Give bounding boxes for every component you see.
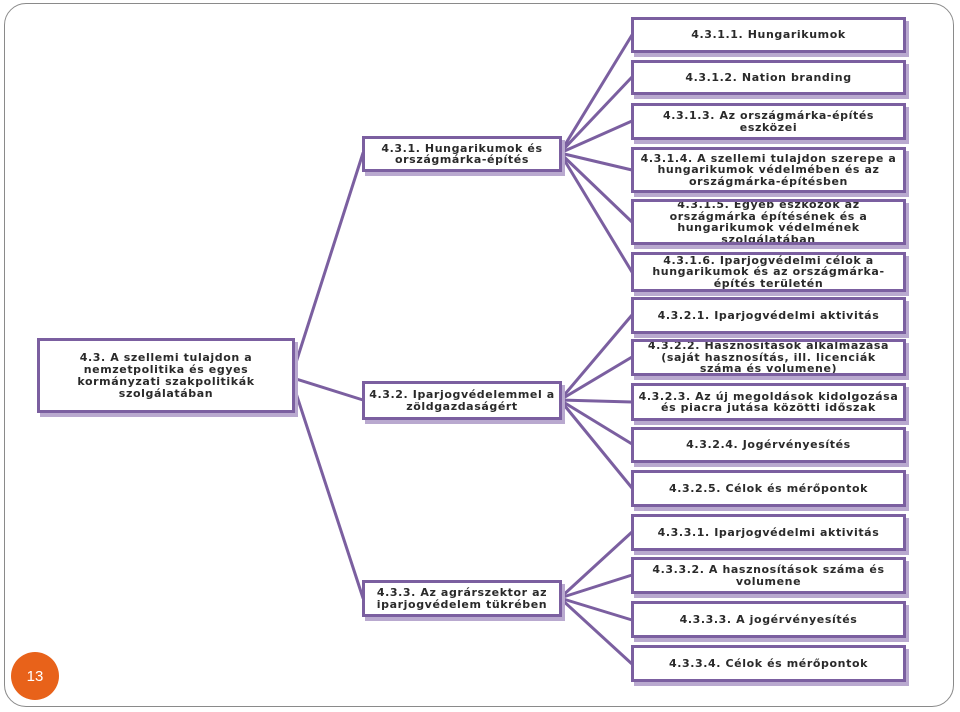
page-number-badge: 13 — [11, 652, 59, 700]
connector-b3-c3 — [558, 596, 634, 622]
leaf-node-4-3-1-2: 4.3.1.2. Nation branding — [631, 60, 906, 95]
leaf-node-4-3-1-4: 4.3.1.4. A szellemi tulajdon szerepe a h… — [631, 147, 906, 193]
connector-b1-c5 — [558, 151, 634, 224]
connector-root-branch-1 — [291, 151, 365, 374]
connector-b2-c3 — [558, 398, 634, 404]
branch-node-4-3-2: 4.3.2. Iparjogvédelemmel a zöldgazdaságé… — [362, 381, 562, 420]
leaf-node-4-3-3-2: 4.3.3.2. A hasznosítások száma és volume… — [631, 557, 906, 594]
leaf-node-4-3-1-5: 4.3.1.5. Egyéb eszközök az országmárka é… — [631, 199, 906, 245]
leaf-node-4-3-3-3: 4.3.3.3. A jogérvényesítés — [631, 601, 906, 638]
connector-b3-c2 — [558, 573, 634, 600]
leaf-node-4-3-1-1: 4.3.1.1. Hungarikumok — [631, 17, 906, 53]
leaf-node-4-3-2-2: 4.3.2.2. Hasznosítások alkalmazása (sajá… — [631, 339, 906, 376]
branch-node-4-3-1: 4.3.1. Hungarikumok és országmárka-építé… — [362, 136, 562, 172]
connector-b1-c4 — [558, 151, 634, 172]
leaf-node-4-3-3-4: 4.3.3.4. Célok és mérőpontok — [631, 645, 906, 682]
connector-b3-c4 — [558, 596, 634, 666]
connector-b1-c3 — [558, 119, 634, 155]
connector-b1-c2 — [558, 75, 634, 155]
leaf-node-4-3-1-6: 4.3.1.6. Iparjogvédelmi célok a hungarik… — [631, 252, 906, 292]
connector-b2-c2 — [558, 355, 634, 402]
branch-node-4-3-3: 4.3.3. Az agrárszektor az iparjogvédelem… — [362, 580, 562, 617]
connector-b2-c1 — [558, 313, 634, 402]
connector-b2-c4 — [558, 398, 634, 446]
connector-b2-c5 — [558, 398, 634, 490]
connector-root-branch-2 — [291, 376, 365, 402]
connector-b1-c6 — [558, 151, 634, 274]
leaf-node-4-3-2-5: 4.3.2.5. Célok és mérőpontok — [631, 470, 906, 507]
connector-b1-c1 — [558, 33, 634, 155]
root-node: 4.3. A szellemi tulajdon a nemzetpolitik… — [37, 338, 295, 413]
leaf-node-4-3-1-3: 4.3.1.3. Az országmárka-építés eszközei — [631, 103, 906, 140]
connector-root-branch-3 — [291, 382, 365, 600]
connector-b3-c1 — [558, 530, 634, 600]
leaf-node-4-3-2-4: 4.3.2.4. Jogérvényesítés — [631, 427, 906, 463]
leaf-node-4-3-3-1: 4.3.3.1. Iparjogvédelmi aktivitás — [631, 514, 906, 551]
leaf-node-4-3-2-3: 4.3.2.3. Az új megoldások kidolgozása és… — [631, 383, 906, 421]
leaf-node-4-3-2-1: 4.3.2.1. Iparjogvédelmi aktivitás — [631, 297, 906, 334]
